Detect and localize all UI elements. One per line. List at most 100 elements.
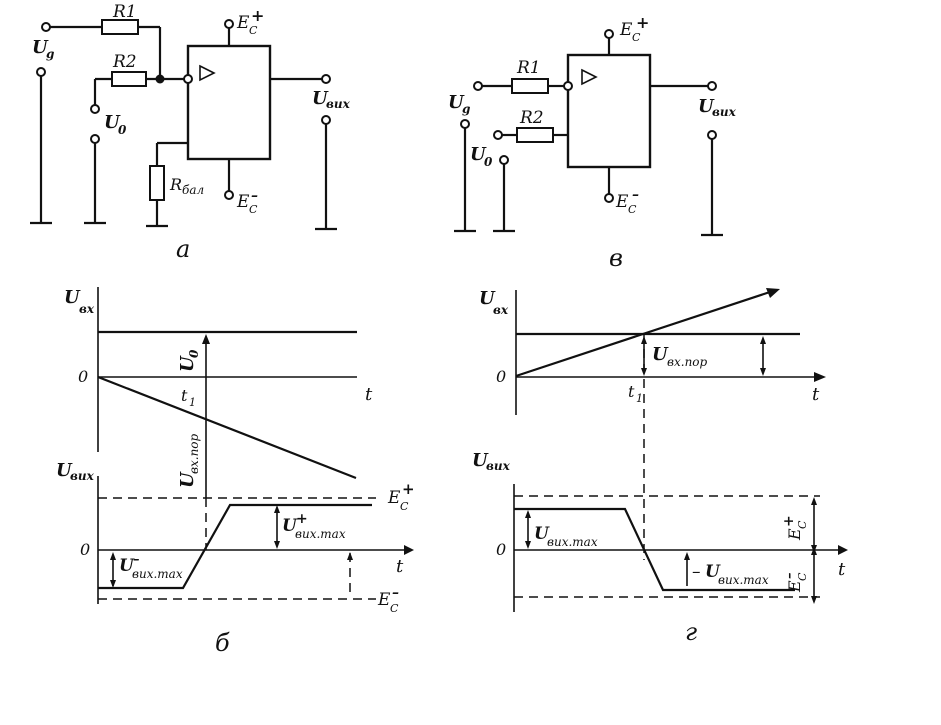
circuit-v: R1 R2 U g U 0 U вих E C + E C – в [448,13,737,272]
graph-g-uout-minus-label-sub: вих.max [718,573,769,587]
label-ug-v: U [448,92,465,113]
label-ec-plus-a-sub: C [249,24,258,37]
graph-g-uout-label: U [472,450,489,471]
graph-g-uin-label: U [479,288,496,309]
label-ec-plus-v-sign: + [636,13,649,32]
label-rbal-sub: бал [182,183,204,197]
graph-b-zero-out: 0 [80,540,90,559]
graph-b-uout-minus-label: U [119,556,135,576]
label-u0-v-sub: 0 [484,155,493,169]
label-rbal: R [169,175,182,194]
label-ug-v-sub: g [462,102,470,116]
graph-b-u0-label-sub: 0 [187,349,201,358]
graph-g-ec-plus: E [785,528,804,541]
graph-g-ec-minus-sub: C [796,572,809,581]
label-ec-plus-a: E [236,13,250,33]
graph-g-uout-minus-sign: – [692,562,701,582]
label-ug-a: U [32,37,49,58]
label-ec-minus-v-sign: – [632,187,639,203]
graph-b-t-label-out: t [396,556,404,577]
graph-g-t1-label-sub: 1 [636,392,643,405]
graph-g-uout-minus-label: U [705,562,721,582]
terminal-u0-a [90,104,100,114]
label-uout-a: U [312,88,329,109]
graph-b-ec-plus: E [387,488,401,508]
resistor-r1-a [101,19,139,35]
graph-g-zero-out: 0 [496,540,506,559]
label-r2-v: R2 [519,108,544,128]
graph-g-uin-label-sub: вх [493,303,509,317]
terminal-ug-a [41,22,51,32]
graph-g-t-label-in: t [812,384,820,405]
resistor-r2-v [516,127,554,143]
graph-g-t-label-out: t [838,559,846,580]
opamp-a [186,44,272,161]
label-ec-minus-a-sign: – [251,188,258,204]
label-ec-plus-v-sub: C [632,31,641,44]
label-r2-a: R2 [112,52,137,72]
resistor-r1-v [511,78,549,94]
graph-g-uvhpor-label: U [652,344,669,365]
graph-b-uout-minus-label-sub: вих.max [132,567,183,581]
caption-b: б [215,629,230,657]
resistor-r2-a [111,71,147,87]
graph-b-uout-plus-label: U [282,516,298,536]
label-r1-v: R1 [516,58,541,78]
circuit-a: R1 R2 U g U 0 U вих R бал E C + E C – а [30,2,351,263]
graph-b-ec-plus-sign: + [402,480,415,498]
label-u0-a-sub: 0 [118,123,127,137]
label-ec-plus-v: E [619,20,633,40]
graph-b-uvhpor-label-group: U вх.пор [177,433,201,488]
graph-b-uvhpor-label: U [177,471,198,488]
graph-b-uout-minus-sign: – [133,552,140,567]
label-ec-minus-v: E [615,192,629,212]
graph-g-ramp [515,290,771,378]
graph-b-t1-label-sub: 1 [189,396,196,409]
graph-g-uout-plus-label: U [534,524,550,544]
graph-b-output-curve [98,503,372,590]
label-ec-minus-v-sub: C [628,203,637,216]
graph-b-ramp [97,375,357,480]
graph-g-ec-minus: E [785,580,804,593]
graph-b-ec-minus-sign: – [392,585,399,601]
graph-g-ec-plus-sign: + [781,515,797,527]
graph-b-ec-plus-sub: C [400,500,409,513]
label-ec-plus-a-sign: + [251,6,264,25]
label-uout-v-sub: вих [712,105,737,119]
caption-v: в [609,244,623,272]
graph-g-uout-plus-label-sub: вих.max [547,535,598,549]
graph-b-uin-label: U [64,287,81,308]
graph-b-u0-label-group: U 0 [177,349,201,372]
graph-g: U вх 0 t t 1 U вх.пор U вих 0 t U вих.ma… [472,288,848,646]
terminal-uout-a [321,74,331,84]
graph-b-ec-minus: E [377,590,391,610]
graph-g-uout-label-sub: вих [486,459,511,473]
graph-b-uvhpor-label-sub: вх.пор [187,433,201,474]
label-u0-a: U [104,112,121,133]
caption-a: а [176,235,190,263]
graph-g-ec-minus-sign: – [782,573,797,580]
graph-b-zero-in: 0 [78,367,88,386]
graph-b: U вх 0 t t 1 U 0 U вх.пор U вих 0 t E C … [56,287,415,657]
graph-b-ec-minus-sub: C [390,602,399,615]
graph-b-uin-label-sub: вх [79,302,95,316]
graph-g-t1-label: t [628,382,635,401]
graph-b-t-label-in: t [365,384,373,405]
graph-g-ec-minus-group: E C – [782,572,809,593]
opamp-a-triangle-icon [199,64,216,82]
label-ug-a-sub: g [46,47,54,61]
label-r1-a: R1 [112,2,137,22]
caption-g: г [685,618,697,646]
graph-b-uout-label-sub: вих [70,469,95,483]
label-uout-a-sub: вих [326,97,351,111]
graph-g-output-curve [514,507,795,592]
graph-g-zero-in: 0 [496,367,506,386]
opamp-v [566,53,652,169]
graph-b-u0-label: U [177,355,198,372]
label-uout-v: U [698,96,715,117]
graph-b-uout-plus-label-sub: вих.max [295,527,346,541]
graph-g-ec-plus-group: E C + [781,515,809,541]
graph-g-ec-plus-sub: C [796,520,809,529]
resistor-rbal [149,165,165,201]
